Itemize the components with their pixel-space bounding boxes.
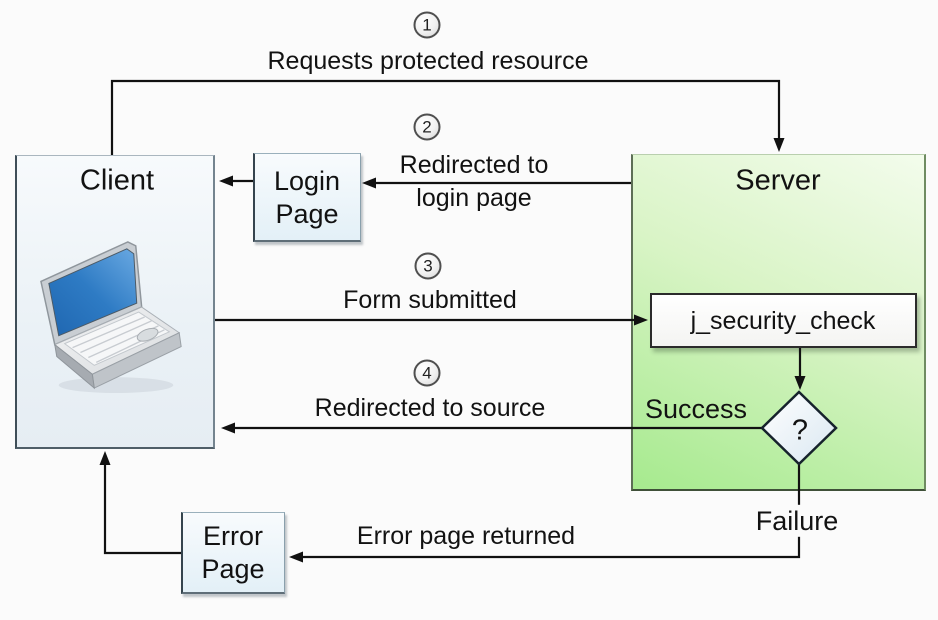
laptop-icon (40, 241, 182, 394)
laptop-key-rows (72, 316, 165, 364)
login-page-node (253, 153, 361, 242)
arrow-failure-error-return (289, 464, 801, 563)
login-page-label-line2: Page (275, 199, 339, 229)
j-security-check-label: j_security_check (690, 307, 876, 335)
arrow-redirected-to-source (221, 422, 762, 434)
error-page-returned-label: Error page returned (356, 522, 576, 550)
step-2-label-line2: login page (416, 184, 532, 212)
arrow-jsc-to-decision (794, 348, 806, 390)
failure-label: Failure (749, 504, 845, 538)
error-page-label-line1: Error (203, 521, 263, 551)
arrow-login-to-client (219, 175, 253, 187)
step-2-label-line1: Redirected to (399, 151, 549, 179)
error-page-node (181, 512, 285, 594)
decision-question-label: ? (791, 414, 809, 447)
arrowhead-left-icon (219, 175, 233, 187)
arrow-request-protected-resource (110, 79, 785, 155)
laptop-base-side (54, 343, 95, 390)
arrowhead-left-icon (362, 177, 376, 189)
client-label: Client (79, 164, 155, 197)
decision-diamond (760, 390, 838, 466)
step-4-badge: 4 (413, 359, 441, 387)
arrowhead-down-icon (773, 138, 785, 152)
login-page-label-line1: Login (273, 166, 341, 196)
arrowhead-down-icon (794, 376, 806, 390)
laptop-screen (48, 248, 138, 337)
arrow-error-page-to-client (99, 451, 181, 555)
step-1-label: Requests protected resource (267, 47, 589, 75)
step-2-badge: 2 (413, 113, 441, 141)
arrowhead-left-icon (289, 551, 303, 563)
step-3-badge: 3 (414, 252, 442, 280)
server-label: Server (735, 164, 821, 197)
step-1-badge: 1 (413, 11, 441, 39)
success-label: Success (644, 393, 748, 424)
laptop-touchpad (136, 327, 159, 342)
j-security-check-node (650, 293, 917, 348)
step-4-label: Redirected to source (314, 394, 546, 422)
arrow-redirect-to-login (362, 177, 631, 189)
arrowhead-left-icon (221, 422, 235, 434)
step-3-label: Form submitted (343, 286, 517, 314)
login-page-label: Login Page (274, 165, 340, 231)
arrow-form-submitted (215, 314, 648, 326)
arrowhead-right-icon (634, 314, 648, 326)
error-page-label: Error Page (201, 520, 264, 586)
arrowhead-up-icon (99, 451, 111, 465)
error-page-label-line2: Page (201, 554, 265, 584)
step-2-label: Redirected to login page (400, 149, 549, 215)
